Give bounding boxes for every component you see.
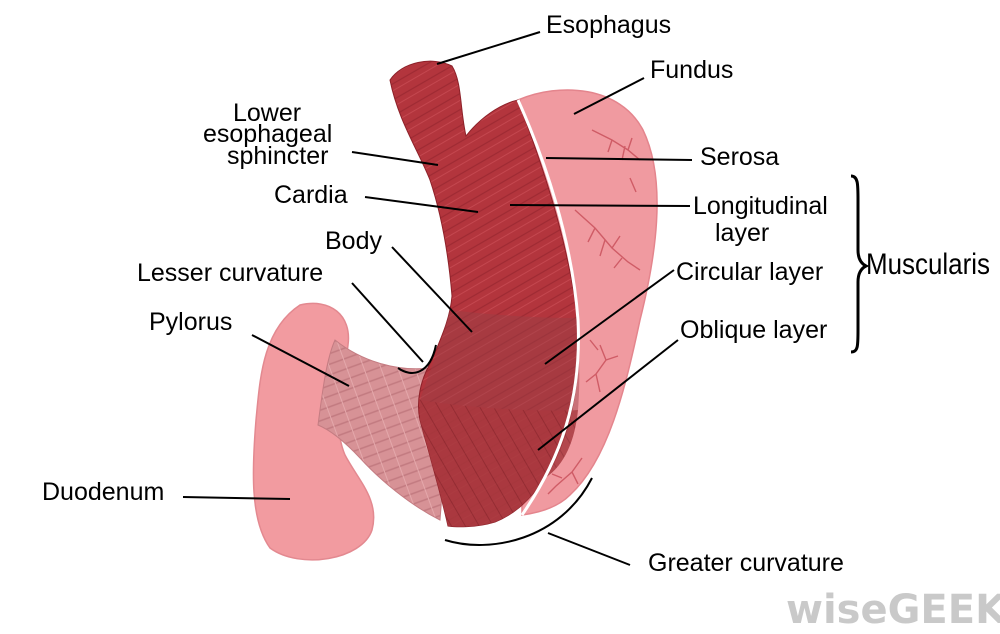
label-cardia: Cardia xyxy=(274,181,348,209)
muscularis-brace xyxy=(850,174,870,354)
pylorus-shape xyxy=(317,339,451,521)
label-serosa: Serosa xyxy=(700,143,779,171)
oblique-layer-shape xyxy=(420,400,578,527)
label-pylorus: Pylorus xyxy=(149,308,232,336)
lesser-curvature-bracket xyxy=(397,344,437,374)
blood-vessels xyxy=(547,129,641,495)
label-longitudinal-line1: Longitudinal xyxy=(693,192,828,220)
label-lesser-curvature: Lesser curvature xyxy=(137,259,323,287)
label-muscularis: Muscularis xyxy=(866,248,990,281)
circular-layer-shape xyxy=(420,310,580,411)
label-greater-curvature: Greater curvature xyxy=(648,549,844,577)
label-esophagus: Esophagus xyxy=(546,11,671,39)
label-oblique-layer: Oblique layer xyxy=(680,316,827,344)
label-fundus: Fundus xyxy=(650,56,733,84)
label-circular-layer: Circular layer xyxy=(676,258,823,286)
label-les-line1: Lower xyxy=(233,99,301,127)
label-les-line3: sphincter xyxy=(227,142,328,170)
label-longitudinal-line2: layer xyxy=(715,219,769,247)
greater-curvature-bracket xyxy=(444,477,593,546)
label-duodenum: Duodenum xyxy=(42,478,164,506)
label-les-line2: esophageal xyxy=(203,120,332,148)
serosa-boundary-line xyxy=(516,99,580,516)
leader-lines xyxy=(182,31,693,566)
label-body: Body xyxy=(325,227,382,255)
watermark-logo: wiseGEEK xyxy=(786,587,1000,633)
